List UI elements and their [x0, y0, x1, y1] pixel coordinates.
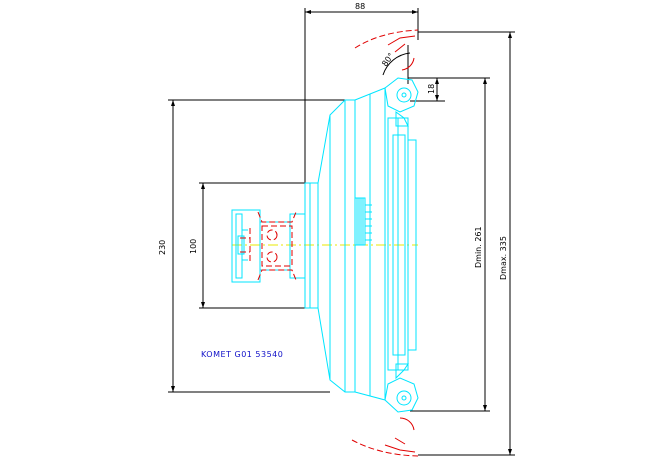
dimension-230: 230 [158, 99, 345, 393]
dimension-18: 18 [408, 77, 445, 102]
dim-dmin-label: Dmin. 261 [474, 226, 483, 268]
tool-body [304, 87, 417, 401]
dimension-100: 100 [189, 182, 305, 309]
dim-88-label: 88 [355, 2, 365, 11]
cutting-path-bottom [351, 417, 419, 457]
dimension-angle: 80° [380, 45, 411, 84]
dim-100-label: 100 [189, 239, 198, 254]
dim-18-label: 18 [427, 84, 436, 94]
dim-angle-label: 80° [380, 51, 396, 68]
cutting-path-top [354, 29, 419, 71]
dim-230-label: 230 [158, 240, 167, 255]
dimension-dmin: Dmin. 261 [410, 77, 490, 412]
dim-dmax-label: Dmax. 335 [499, 236, 508, 280]
arbor [231, 209, 306, 283]
hidden-lines [240, 211, 297, 281]
product-label: KOMET G01 53540 [201, 350, 283, 359]
dimension-dmax: Dmax. 335 [418, 31, 515, 456]
dimension-88: 88 [304, 2, 419, 183]
top-insert-holder [384, 77, 419, 127]
bottom-insert-holder [384, 363, 419, 413]
